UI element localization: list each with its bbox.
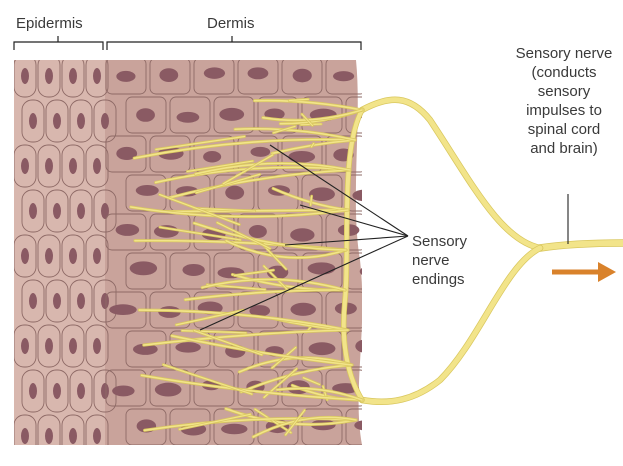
cell-nucleus [101, 383, 109, 399]
cell-nucleus [101, 203, 109, 219]
nerve-endings-label: Sensory nerve endings [412, 232, 467, 289]
cell-nucleus [29, 113, 37, 129]
cell-nucleus [248, 67, 269, 79]
cell-nucleus [77, 383, 85, 399]
arrow-right-icon [552, 262, 616, 282]
cell-nucleus [93, 338, 101, 354]
cell-nucleus [204, 67, 225, 78]
cell-nucleus [69, 68, 77, 84]
cell-nucleus [290, 303, 316, 316]
cell-nucleus [21, 68, 29, 84]
cell-nucleus [309, 342, 336, 355]
cell-nucleus [21, 248, 29, 264]
cell-nucleus [109, 304, 137, 315]
cell-nucleus [182, 264, 204, 276]
cell-nucleus [136, 108, 155, 122]
cell-nucleus [29, 203, 37, 219]
cell-nucleus [21, 158, 29, 174]
cell-nucleus [93, 248, 101, 264]
epidermis-label: Epidermis [16, 14, 83, 33]
cell-nucleus [101, 293, 109, 309]
cell-nucleus [69, 338, 77, 354]
cell-nucleus [293, 69, 312, 83]
cell-nucleus [45, 248, 53, 264]
cell-nucleus [333, 71, 354, 81]
cell-nucleus [69, 428, 77, 444]
cell-nucleus [29, 383, 37, 399]
cell-nucleus [77, 293, 85, 309]
cell-nucleus [29, 293, 37, 309]
sensory-nerve-label: Sensory nerve (conducts sensory impulses… [508, 44, 620, 158]
cell-nucleus [77, 113, 85, 129]
cell-nucleus [308, 262, 336, 274]
cell-nucleus [53, 293, 61, 309]
cell-nucleus [53, 113, 61, 129]
cell-nucleus [45, 158, 53, 174]
cell-nucleus [93, 68, 101, 84]
cell-nucleus [53, 383, 61, 399]
cell-nucleus [203, 151, 221, 162]
cell-nucleus [21, 338, 29, 354]
cell-nucleus [101, 113, 109, 129]
cell-nucleus [225, 186, 244, 200]
epidermis-bracket [14, 36, 103, 50]
cell-nucleus [290, 228, 314, 241]
cell-nucleus [45, 338, 53, 354]
cell-nucleus [45, 428, 53, 444]
cell-nucleus [288, 151, 315, 163]
cell-nucleus [45, 68, 53, 84]
cell-nucleus [155, 383, 182, 397]
cell-nucleus [249, 225, 267, 238]
cell-nucleus [130, 261, 157, 275]
cell-nucleus [219, 108, 244, 121]
cell-nucleus [21, 428, 29, 444]
cell-nucleus [175, 342, 200, 353]
cell-nucleus [116, 71, 135, 82]
cell-nucleus [69, 158, 77, 174]
cell-nucleus [309, 187, 335, 201]
cell-nucleus [77, 203, 85, 219]
cell-nucleus [116, 224, 140, 236]
dermis-label: Dermis [207, 14, 255, 33]
cell-nucleus [112, 385, 134, 396]
cell-nucleus [136, 185, 159, 196]
cell-nucleus [93, 158, 101, 174]
cell-nucleus [53, 203, 61, 219]
cell-nucleus [177, 112, 200, 123]
cell-nucleus [93, 428, 101, 444]
cell-nucleus [69, 248, 77, 264]
cell-nucleus [221, 424, 247, 435]
cell-nucleus [159, 68, 178, 82]
dermis-bracket [107, 36, 361, 50]
cell-nucleus [251, 147, 271, 157]
